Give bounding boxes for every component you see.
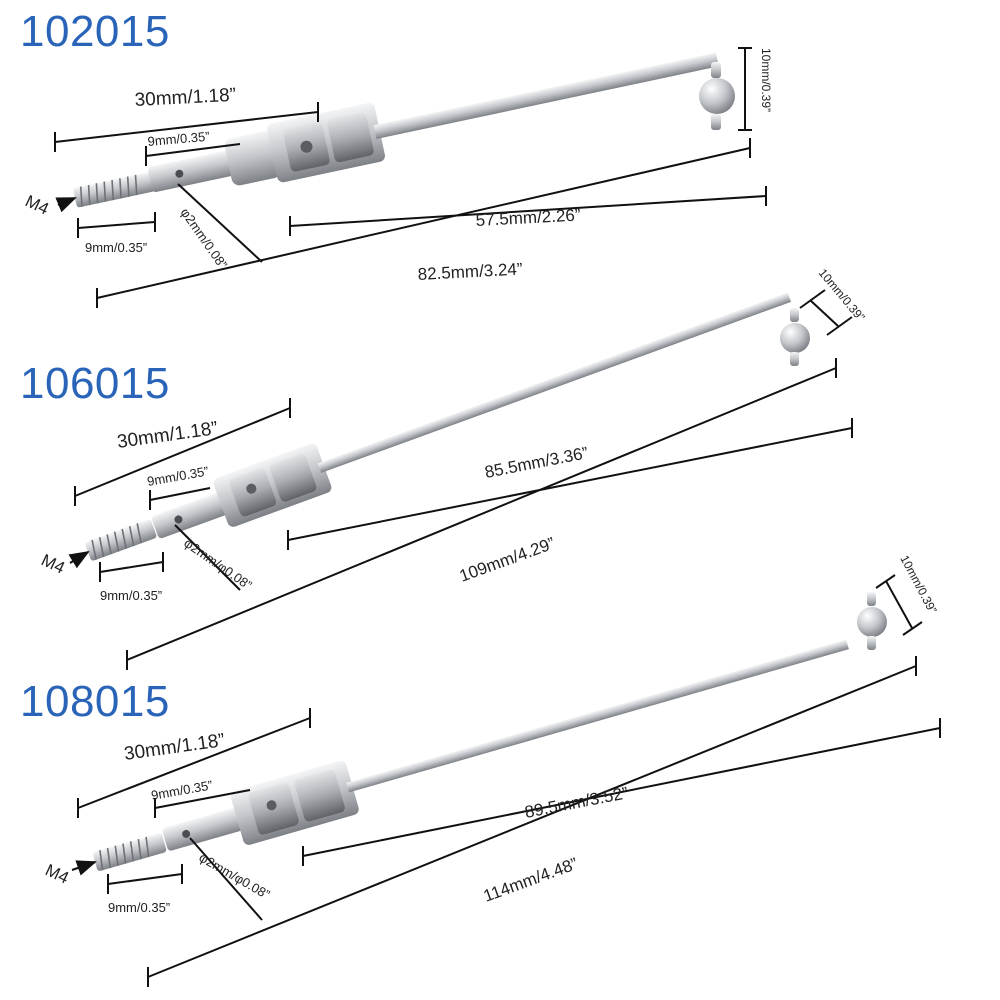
part-code-106015: 106015 [20, 359, 170, 408]
thread-size-label: M4 [42, 860, 71, 887]
part-code-102015: 102015 [20, 7, 170, 56]
total-length-label: 109mm/4.29” [457, 534, 558, 586]
shaft-102015-assembly: 30mm/1.18” 9mm/0.35” M4 9mm/0.35” φ2mm/0… [22, 47, 773, 308]
total-length-label: 82.5mm/3.24” [417, 260, 523, 284]
shaft-106015-assembly: 30mm/1.18” 9mm/0.35” M4 9mm/0.35” φ2mm/φ… [38, 266, 868, 670]
shaft-108015-drawing [92, 592, 887, 871]
dimension-lines [54, 47, 767, 308]
hole-diameter-label: φ2mm/φ0.08” [197, 850, 273, 902]
ball-diameter-label: 10mm/0.39” [816, 266, 868, 324]
ball-end-icon [780, 308, 810, 366]
shaft-102015-drawing [73, 52, 735, 208]
cup-length-label: 30mm/1.18” [134, 85, 236, 111]
ball-diameter-label: 10mm/0.39” [897, 553, 939, 616]
ball-end-icon [857, 592, 887, 650]
thread-icon [92, 833, 167, 871]
thread-size-label: M4 [22, 191, 51, 218]
thread-icon [85, 519, 157, 561]
dimension-lines [77, 574, 941, 987]
cup-length-label: 30mm/1.18” [123, 730, 226, 765]
hole-diameter-label: φ2mm/φ0.08” [181, 535, 254, 593]
thread-length-label: 9mm/0.35” [100, 588, 162, 603]
ball-end-icon [699, 62, 735, 130]
shaft-106015-drawing [85, 292, 810, 561]
cup-length-label: 30mm/1.18” [116, 418, 219, 453]
thread-size-label: M4 [38, 550, 67, 577]
dimension-lines [74, 289, 853, 670]
neck-length-label: 9mm/0.35” [147, 129, 210, 149]
shaft-108015-assembly: 30mm/1.18” 9mm/0.35” M4 9mm/0.35” φ2mm/φ… [42, 553, 941, 987]
ball-diameter-label: 10mm/0.39” [759, 48, 773, 112]
hole-diameter-label: φ2mm/0.08” [178, 205, 231, 271]
shaft-length-label: 57.5mm/2.26” [475, 206, 581, 230]
thread-length-label: 9mm/0.35” [85, 240, 147, 255]
thread-length-label: 9mm/0.35” [108, 900, 170, 915]
total-length-label: 114mm/4.48” [481, 854, 581, 906]
neck-length-label: 9mm/0.35” [146, 463, 210, 489]
shaft-length-label: 89.5mm/3.52” [523, 783, 630, 822]
thread-icon [73, 172, 155, 208]
part-code-108015: 108015 [20, 677, 170, 726]
